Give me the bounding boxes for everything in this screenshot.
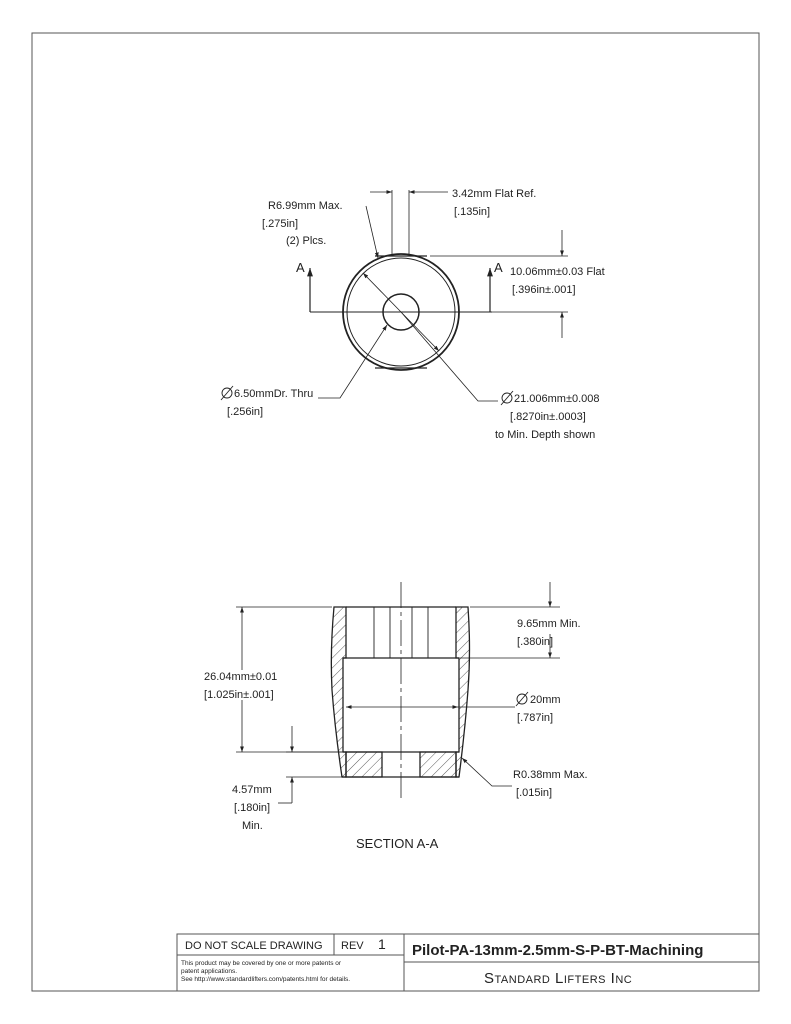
r-max-leader <box>365 205 379 259</box>
patent-line-1: This product may be covered by one or mo… <box>181 960 342 967</box>
section-mark-left: A <box>296 260 305 275</box>
patent-line-2: patent applications. <box>181 968 237 975</box>
height-in-text: [1.025in±.001] <box>204 689 274 701</box>
radius-leader <box>461 757 512 787</box>
title-block: DO NOT SCALE DRAWING REV 1 Pilot-PA-13mm… <box>176 933 760 992</box>
radius-in-text: [.015in] <box>516 787 552 799</box>
drill-leader <box>318 324 388 399</box>
bore-in-text: [.8270in±.0003] <box>510 411 586 423</box>
flat-in-text: [.396in±.001] <box>512 284 576 296</box>
section-mark-right: A <box>494 260 503 275</box>
rev-value: 1 <box>378 936 386 952</box>
diameter-icon <box>500 390 514 406</box>
rev-label: REV <box>341 940 364 952</box>
r-max-in-text: [.275in] <box>262 218 298 230</box>
patent-line-3: See http://www.standardlifters.com/paten… <box>181 976 350 983</box>
bottom-in-text: [.180in] <box>234 802 270 814</box>
flat-ref-text: 3.42mm Flat Ref. <box>452 188 536 200</box>
r-max-text: R6.99mm Max. <box>268 200 343 212</box>
part-name: Pilot-PA-13mm-2.5mm-S-P-BT-Machining <box>412 942 703 959</box>
flat-text: 10.06mm±0.03 Flat <box>510 266 605 278</box>
bottom-min-text: Min. <box>242 820 263 832</box>
height-text: 26.04mm±0.01 <box>204 671 277 683</box>
bore-note-text: to Min. Depth shown <box>495 429 595 441</box>
r-max-places-text: (2) Plcs. <box>286 235 326 247</box>
drill-in-text: [.256in] <box>227 406 263 418</box>
diameter-icon <box>515 691 529 707</box>
diameter-icon <box>220 385 234 401</box>
dia-text: 20mm <box>530 694 561 706</box>
section-label: SECTION A-A <box>356 836 439 851</box>
radius-text: R0.38mm Max. <box>513 769 588 781</box>
bore-leader <box>400 311 498 402</box>
bore-text: 21.006mm±0.008 <box>514 393 600 405</box>
dia-in-text: [.787in] <box>517 712 553 724</box>
depth-in-text: [.380in] <box>517 636 553 648</box>
depth-text: 9.65mm Min. <box>517 618 581 630</box>
drill-text: 6.50mmDr. Thru <box>234 388 313 400</box>
bottom-text: 4.57mm <box>232 784 272 796</box>
section-view: 26.04mm±0.01 [1.025in±.001] 9.65mm Min. … <box>204 582 588 851</box>
bore-leader-inner <box>362 272 402 313</box>
company-name: Standard Lifters Inc <box>484 970 632 987</box>
top-view: A A 3.42mm Flat Ref. [.135in] R6.99mm Ma… <box>220 188 605 441</box>
flat-ref-in-text: [.135in] <box>454 206 490 218</box>
do-not-scale-label: DO NOT SCALE DRAWING <box>185 940 323 952</box>
